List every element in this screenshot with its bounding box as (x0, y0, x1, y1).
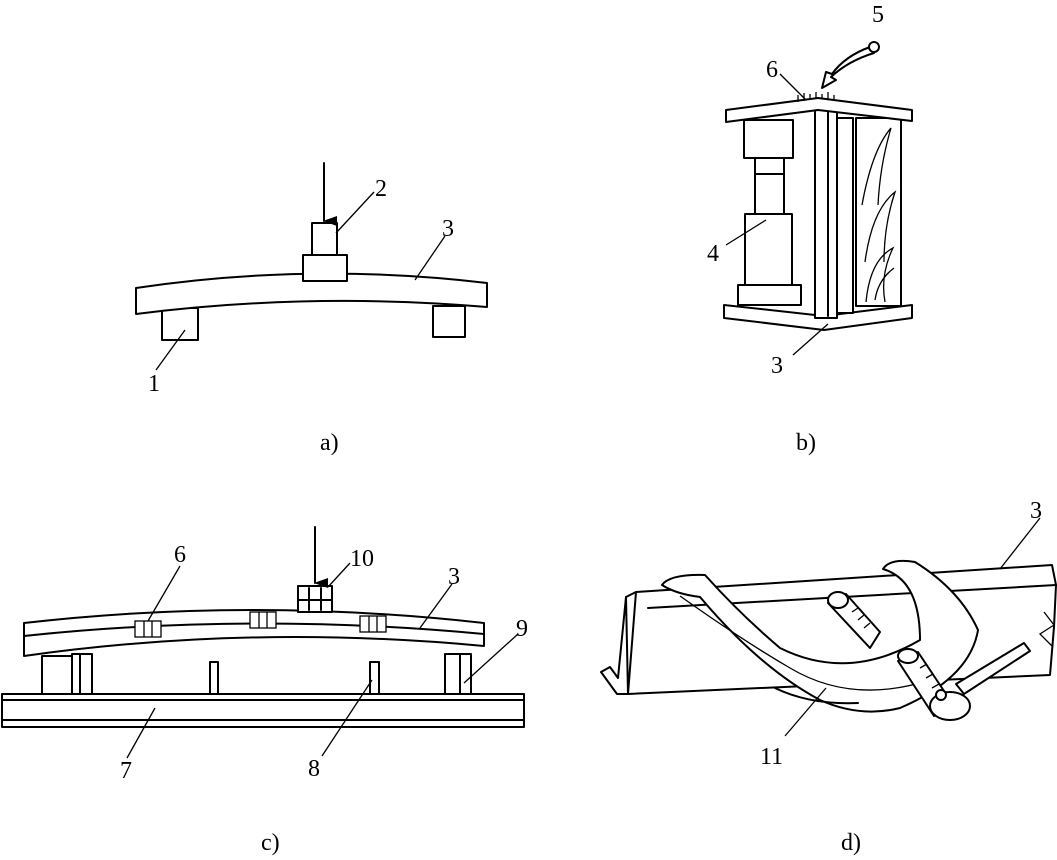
leader-line-2 (335, 191, 375, 234)
break-mark (1038, 611, 1055, 647)
label-5: 5 (872, 2, 884, 28)
leader-line-3 (414, 235, 446, 281)
panel-d: 3 11 d) (600, 498, 1057, 856)
label-3: 3 (442, 216, 454, 242)
leader-line-1 (155, 329, 186, 371)
leader-line-11 (784, 687, 827, 737)
leader-line-10 (327, 562, 351, 588)
leader-line-3b (792, 323, 829, 356)
label-1: 1 (148, 371, 160, 397)
label-10: 10 (350, 546, 374, 572)
label-3: 3 (1030, 498, 1042, 524)
caption-c: c) (261, 830, 280, 856)
panel-c: 6 10 3 9 8 7 c) (1, 526, 528, 856)
label-7: 7 (120, 758, 132, 784)
support-posts (41, 653, 472, 695)
panel-a: 2 3 1 a) (135, 162, 488, 456)
leader-line-6c (147, 565, 181, 622)
bent-beam (135, 272, 488, 315)
caption-a: a) (320, 430, 339, 456)
leader-line-3d (999, 517, 1041, 570)
measure-ticks (797, 92, 835, 102)
gauges-6 (134, 611, 387, 638)
panel-b: 5 6 4 3 b) (707, 2, 913, 456)
support-block-right (432, 305, 466, 338)
press-block-upper (311, 222, 338, 256)
wood-board (855, 117, 902, 307)
beam-section (814, 107, 854, 319)
curved-arrow-5 (821, 41, 880, 89)
clamp-frame (661, 559, 979, 713)
label-4: 4 (707, 241, 719, 267)
leader-line-4 (725, 219, 767, 246)
leader-line-7 (126, 707, 156, 759)
label-11: 11 (760, 744, 783, 770)
leader-line-8 (321, 679, 373, 757)
label-3: 3 (771, 353, 783, 379)
dial-gauge-outer (897, 642, 1031, 721)
label-9: 9 (516, 616, 528, 642)
caption-b: b) (796, 430, 816, 456)
label-6: 6 (766, 57, 778, 83)
caption-d: d) (841, 830, 861, 856)
label-2: 2 (375, 176, 387, 202)
support-block-left (161, 307, 199, 341)
frame-top-plate (725, 97, 913, 123)
label-3: 3 (448, 564, 460, 590)
leader-line-3c (419, 583, 453, 629)
leader-line-6 (779, 73, 807, 101)
base-platform (1, 693, 525, 728)
leader-line-9 (463, 633, 519, 684)
label-6: 6 (174, 542, 186, 568)
jack-column (737, 119, 802, 306)
label-8: 8 (308, 756, 320, 782)
press-block-lower (302, 254, 348, 282)
press-jack-10 (297, 585, 333, 613)
dial-gauge-inner (827, 591, 881, 649)
